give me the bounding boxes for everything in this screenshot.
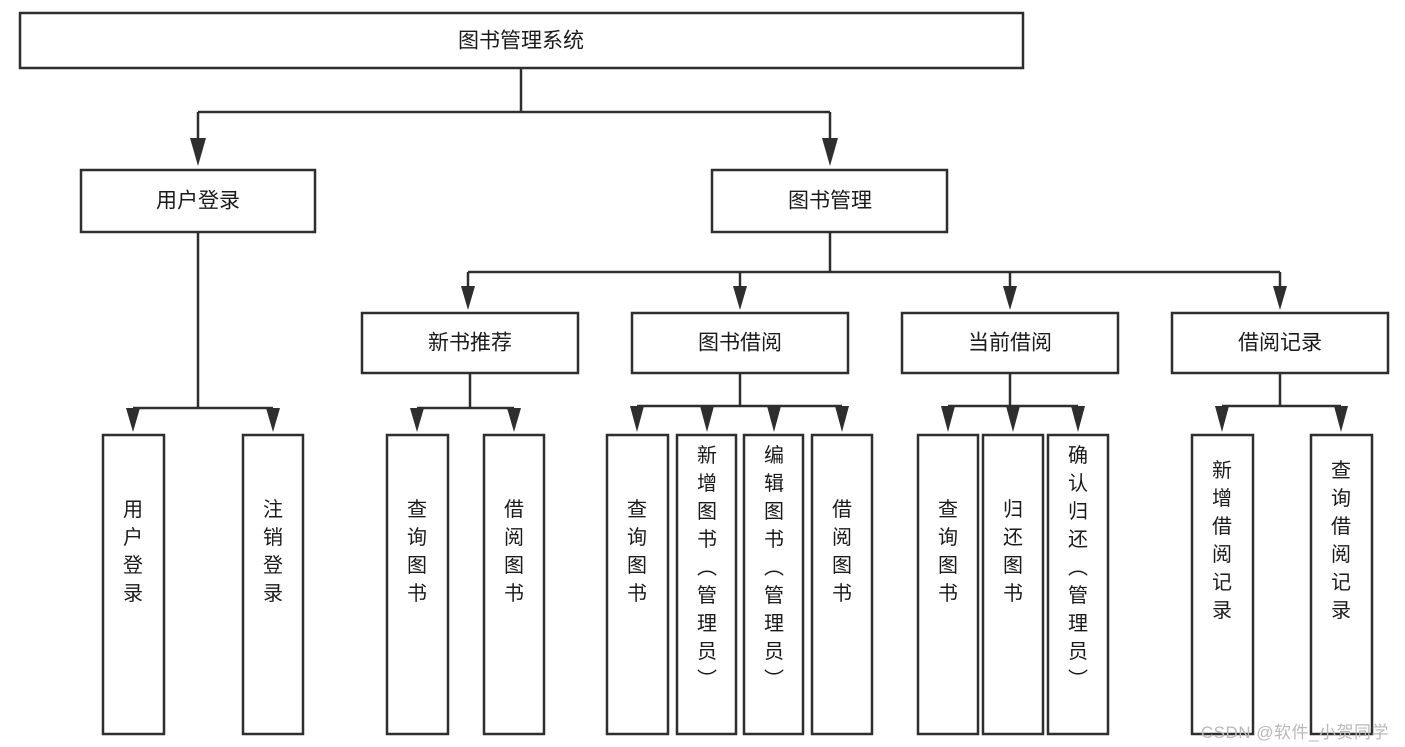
- node-leaf-user-logout-box[interactable]: [241, 433, 305, 736]
- node-leaf-user-logout[interactable]: 注销登录: [241, 433, 305, 736]
- node-leaf-record-query[interactable]: 查询借阅记录: [1309, 433, 1374, 736]
- node-leaf-borrow-query-box[interactable]: [605, 433, 670, 736]
- node-leaf-record-query-label: 查询借阅记录: [1331, 459, 1351, 622]
- node-root-box[interactable]: [18, 11, 1025, 70]
- node-book-borrow-box[interactable]: [630, 311, 850, 375]
- node-leaf-borrow-add[interactable]: 新增图书︵管理员︶: [675, 433, 738, 736]
- arrow-head-leaf-record-query: [1334, 406, 1348, 432]
- arrow-head-book-manage: [822, 138, 838, 166]
- node-leaf-current-confirm[interactable]: 确认归还︵管理员︶: [1046, 433, 1110, 736]
- node-book-manage-label: 图书管理: [788, 190, 872, 213]
- node-new-book-rec[interactable]: 新书推荐: [360, 311, 580, 375]
- node-book-borrow[interactable]: 图书借阅: [630, 311, 850, 375]
- node-leaf-current-query[interactable]: 查询图书: [916, 433, 980, 736]
- node-new-book-rec-box[interactable]: [360, 311, 580, 375]
- node-leaf-rec-borrow-label: 借阅图书: [504, 498, 524, 605]
- arrow-head-user-login: [190, 138, 206, 166]
- node-leaf-borrow-edit[interactable]: 编辑图书︵管理员︶: [742, 433, 805, 736]
- node-leaf-borrow-do-label: 借阅图书: [832, 498, 852, 605]
- node-leaf-current-return[interactable]: 归还图书: [981, 433, 1045, 736]
- connector-group-new-book-rec: [410, 373, 521, 432]
- node-leaf-current-return-box[interactable]: [981, 433, 1045, 736]
- node-current-borrow-label: 当前借阅: [968, 332, 1052, 355]
- node-leaf-current-query-label: 查询图书: [938, 498, 958, 605]
- node-leaf-record-query-box[interactable]: [1309, 433, 1374, 736]
- arrow-head-leaf-user-logout: [266, 408, 280, 432]
- node-leaf-record-add-label: 新增借阅记录: [1212, 459, 1232, 622]
- node-leaf-rec-query-box[interactable]: [385, 433, 450, 736]
- node-leaf-rec-query[interactable]: 查询图书: [385, 433, 450, 736]
- node-root[interactable]: 图书管理系统: [18, 11, 1025, 70]
- node-leaf-current-confirm-box[interactable]: [1046, 433, 1110, 736]
- node-leaf-user-login[interactable]: 用户登录: [101, 433, 166, 736]
- connector-group-current-borrow: [941, 373, 1085, 432]
- node-leaf-record-add[interactable]: 新增借阅记录: [1190, 433, 1255, 736]
- connector-group-borrow-record: [1215, 373, 1348, 432]
- node-leaf-current-confirm-label: 确认归还︵管理员︶: [1068, 444, 1088, 691]
- node-root-label: 图书管理系统: [458, 30, 584, 53]
- arrow-head-current-borrow: [1003, 286, 1017, 310]
- node-borrow-record-label: 借阅记录: [1238, 332, 1322, 355]
- node-leaf-rec-borrow[interactable]: 借阅图书: [482, 433, 546, 736]
- arrow-head-leaf-user-login: [126, 408, 140, 432]
- node-user-login[interactable]: 用户登录: [79, 168, 317, 234]
- arrow-head-leaf-record-add: [1215, 406, 1229, 432]
- node-leaf-borrow-edit-box[interactable]: [742, 433, 805, 736]
- arrow-head-leaf-current-return: [1006, 406, 1020, 432]
- node-leaf-borrow-query[interactable]: 查询图书: [605, 433, 670, 736]
- node-leaf-user-logout-label: 注销登录: [263, 498, 283, 605]
- arrow-head-leaf-borrow-add: [700, 406, 714, 432]
- arrow-head-new-book-rec: [461, 286, 475, 310]
- node-new-book-rec-label: 新书推荐: [428, 332, 512, 355]
- node-leaf-current-return-label: 归还图书: [1003, 498, 1023, 605]
- arrow-head-book-borrow: [733, 286, 747, 310]
- connector-group-user-login: [126, 232, 280, 432]
- node-current-borrow[interactable]: 当前借阅: [900, 311, 1120, 375]
- arrow-head-leaf-borrow-edit: [767, 406, 781, 432]
- csdn-watermark: CSDN @软件_小贺同学: [1200, 723, 1389, 742]
- arrow-head-leaf-current-query: [941, 406, 955, 432]
- arrow-head-leaf-rec-query: [410, 408, 424, 432]
- node-book-borrow-label: 图书借阅: [698, 332, 782, 355]
- arrow-head-leaf-borrow-query: [630, 406, 644, 432]
- connector-group-root: [190, 68, 838, 166]
- node-borrow-record[interactable]: 借阅记录: [1170, 311, 1390, 375]
- node-leaf-borrow-do[interactable]: 借阅图书: [810, 433, 874, 736]
- node-leaf-borrow-add-label: 新增图书︵管理员︶: [697, 444, 717, 691]
- node-book-manage[interactable]: 图书管理: [710, 168, 949, 234]
- arrow-head-leaf-borrow-do: [835, 406, 849, 432]
- connector-group-book-borrow: [630, 373, 849, 432]
- node-leaf-borrow-query-label: 查询图书: [627, 498, 647, 605]
- node-borrow-record-box[interactable]: [1170, 311, 1390, 375]
- node-leaf-record-add-box[interactable]: [1190, 433, 1255, 736]
- node-leaf-borrow-add-box[interactable]: [675, 433, 738, 736]
- node-book-manage-box[interactable]: [710, 168, 949, 234]
- node-leaf-borrow-edit-label: 编辑图书︵管理员︶: [764, 444, 784, 691]
- node-leaf-borrow-do-box[interactable]: [810, 433, 874, 736]
- arrow-head-leaf-rec-borrow: [507, 408, 521, 432]
- arrow-head-leaf-current-confirm: [1071, 406, 1085, 432]
- node-leaf-current-query-box[interactable]: [916, 433, 980, 736]
- node-leaf-rec-query-label: 查询图书: [407, 498, 427, 605]
- node-current-borrow-box[interactable]: [900, 311, 1120, 375]
- node-leaf-user-login-label: 用户登录: [123, 499, 143, 605]
- node-leaf-rec-borrow-box[interactable]: [482, 433, 546, 736]
- node-user-login-box[interactable]: [79, 168, 317, 234]
- arrow-head-borrow-record: [1273, 286, 1287, 310]
- connector-group-book-manage: [461, 232, 1287, 310]
- node-leaf-user-login-box[interactable]: [101, 433, 166, 736]
- node-user-login-label: 用户登录: [156, 190, 240, 213]
